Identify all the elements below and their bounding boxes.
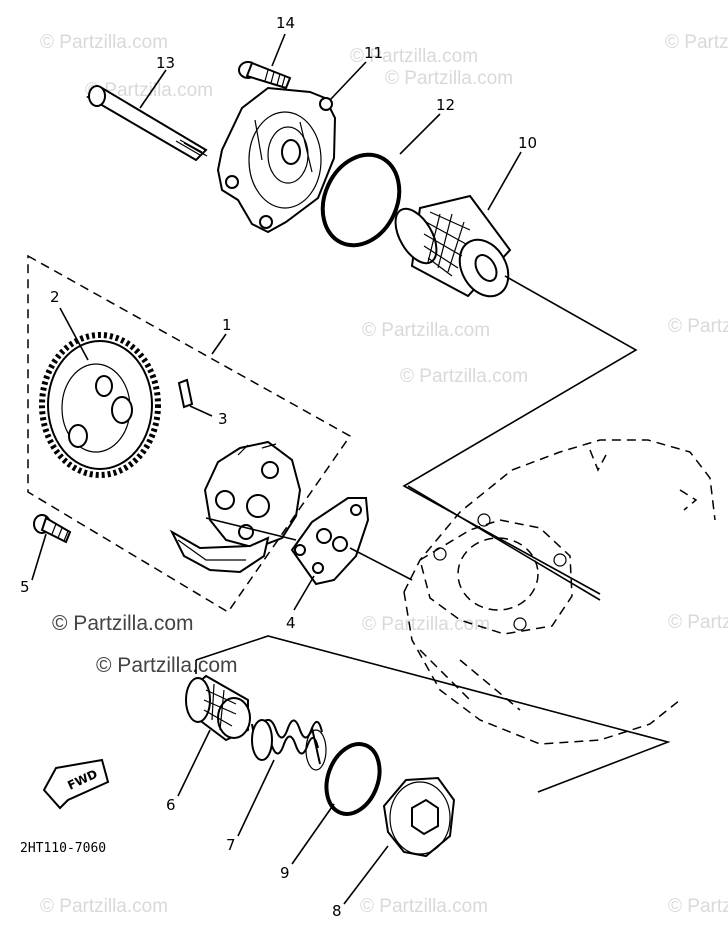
part-5-bolt [33,514,72,544]
callout-8: 8 [332,902,342,920]
part-3-pin [177,378,194,409]
part-12-o-ring [320,152,402,248]
group-box-1 [27,254,352,614]
watermark: © Partzilla.com [665,32,728,53]
callout-14: 14 [276,14,295,32]
callout-3: 3 [218,410,228,428]
watermark: © Partzilla.com [350,46,478,67]
watermark: © Partzilla.com [668,316,728,337]
callout-11: 11 [364,44,383,62]
part-14-bolt [238,61,292,90]
part-1-screen [169,529,270,574]
watermark: © Partzilla.com [668,896,728,917]
watermark: © Partzilla.com [400,366,528,387]
callout-5: 5 [20,578,30,596]
callout-6: 6 [166,796,176,814]
callout-1: 1 [222,316,232,334]
watermark-main: © Partzilla.com [96,654,238,677]
crankcase [403,439,716,745]
watermarks: © Partzilla.com © Partzilla.com © Partzi… [40,32,728,917]
part-7-spring [251,719,327,771]
connection-lines [195,275,671,793]
callout-13: 13 [156,54,175,72]
callout-12: 12 [436,96,455,114]
watermark: © Partzilla.com [40,896,168,917]
watermark-main: © Partzilla.com [52,612,194,635]
part-1-oil-pump [203,440,302,550]
part-13-long-bolt [86,85,208,162]
part-11-filter-cover [216,86,337,234]
callout-4: 4 [286,614,296,632]
watermark: © Partzilla.com [40,32,168,53]
watermark: © Partzilla.com [362,614,490,635]
leader-lines [31,33,522,905]
part-4-gasket [290,497,370,586]
part-code: 2HT110-7060 [20,841,106,856]
watermark: © Partzilla.com [668,612,728,633]
watermark: © Partzilla.com [385,68,513,89]
callouts: 1 2 3 4 5 6 7 8 9 10 11 12 13 14 [20,14,537,920]
part-10-oil-filter [394,194,512,298]
watermark: © Partzilla.com [360,896,488,917]
fwd-arrow-icon: FWD [42,758,110,810]
part-8-plug [382,776,456,858]
callout-2: 2 [50,288,60,306]
watermark: © Partzilla.com [85,80,213,101]
watermark: © Partzilla.com [362,320,490,341]
callout-7: 7 [226,836,236,854]
callout-10: 10 [518,134,537,152]
part-6-strainer [185,674,251,742]
part-2-gear [39,332,161,478]
part-9-o-ring [324,742,382,816]
callout-9: 9 [280,864,290,882]
